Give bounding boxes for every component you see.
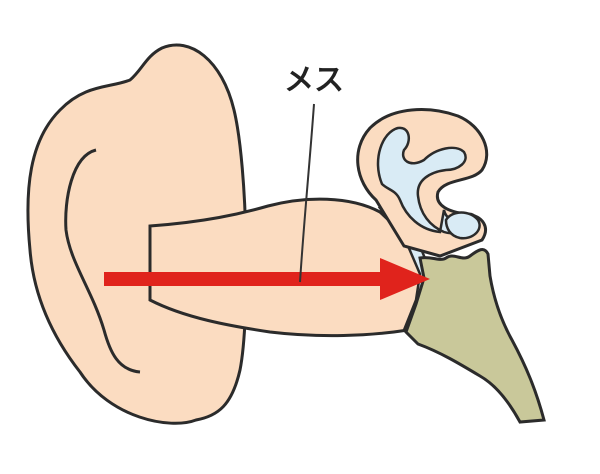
cochlea (444, 211, 481, 240)
scalpel-label: メス (284, 63, 344, 98)
auditory-nerve (404, 248, 546, 424)
arrow-head (380, 258, 430, 300)
semicircular-canals (376, 126, 477, 235)
sound-arrow (104, 258, 430, 300)
leader-line (299, 103, 315, 283)
arrow-shaft (104, 272, 386, 286)
ear-fold (64, 148, 141, 374)
